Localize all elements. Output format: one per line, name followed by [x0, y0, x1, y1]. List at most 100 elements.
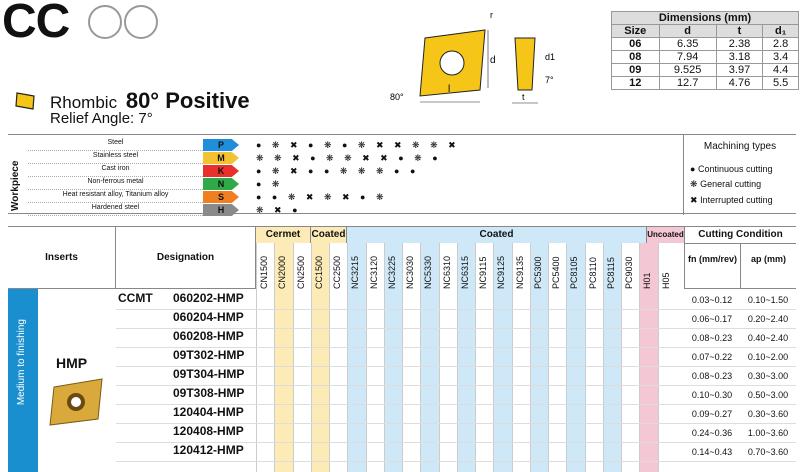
iso-code-badge: K	[203, 165, 239, 177]
dim-cell: 3.18	[715, 50, 764, 64]
dim-cell: 5.5	[762, 76, 799, 90]
ap-cell: 0.30~3.00	[740, 367, 796, 386]
rhombus-icon	[14, 90, 36, 112]
col-t: t	[715, 24, 764, 38]
size-cell: 08	[611, 50, 660, 64]
fn-cell: 0.10~0.30	[684, 386, 740, 405]
designation-cell: 09T308-HMP	[173, 386, 245, 400]
grade-column	[365, 243, 384, 472]
dim-relief: 7°	[545, 75, 554, 85]
designation-cell: 120408-HMP	[173, 424, 244, 438]
dim-cell: 12.7	[658, 76, 717, 90]
ap-cell: 0.30~3.60	[740, 405, 796, 424]
iso-code-badge: N	[203, 178, 239, 190]
grade-column	[420, 243, 439, 472]
fn-cell: 0.06~0.17	[684, 310, 740, 329]
circle-icon	[88, 5, 122, 39]
designation-prefix: CCMT	[118, 291, 153, 305]
grade-label: H01	[642, 272, 653, 289]
workpiece-name: Non-ferrous metal	[28, 178, 203, 190]
grade-column	[639, 243, 658, 472]
row-divider	[116, 423, 684, 424]
grade-label: CN2500	[295, 255, 306, 289]
coated-header-2: Coated	[346, 227, 646, 243]
circle-icon	[124, 5, 158, 39]
grade-label: H05	[660, 272, 671, 289]
dim-cell: 6.35	[658, 37, 717, 51]
fn-cell: 0.08~0.23	[684, 367, 740, 386]
ap-cell: 1.00~3.60	[740, 424, 796, 443]
grade-label: NC9115	[478, 256, 489, 289]
relief-label: Relief Angle: 7°	[50, 110, 153, 127]
workpiece-marks: ● ● ❋ ✖ ❋ ✖ ● ❋	[256, 192, 388, 202]
workpiece-marks: ❋ ✖ ●	[256, 205, 302, 215]
row-divider	[116, 366, 684, 367]
dimensions-title: Dimensions (mm)	[611, 11, 799, 25]
grade-label: NC3030	[405, 255, 416, 289]
grade-column	[511, 243, 530, 472]
grade-column	[529, 243, 549, 472]
size-cell: 09	[611, 63, 660, 77]
grade-label: NC6310	[441, 255, 452, 289]
grade-label: NC3225	[386, 255, 397, 289]
grade-column	[493, 243, 512, 472]
workpiece-name: Stainless steel	[28, 152, 203, 164]
dim-cell: 7.94	[658, 50, 717, 64]
ap-cell: 0.10~2.00	[740, 348, 796, 367]
shape-label: Rhombic	[50, 93, 118, 112]
grade-label: PC5400	[551, 256, 562, 289]
grade-column	[383, 243, 403, 472]
dim-angle: 80°	[390, 92, 404, 102]
dim-cell: 3.4	[762, 50, 799, 64]
workpiece-marks: ● ❋ ✖ ● ❋ ● ❋ ✖ ✖ ❋ ❋ ✖	[256, 140, 460, 150]
size-cell: 12	[611, 76, 660, 90]
col-d1: d₁	[762, 24, 799, 38]
machining-title: Machining types	[703, 141, 777, 152]
chipbreaker-label: HMP	[56, 355, 88, 371]
dim-t: t	[522, 92, 525, 102]
workpiece-marks: ● ❋ ✖ ● ● ❋ ❋ ❋ ● ●	[256, 166, 420, 176]
grade-column	[274, 243, 293, 472]
cutting-header: Cutting Condition	[684, 227, 796, 243]
fn-cell: 0.07~0.22	[684, 348, 740, 367]
dim-cell: 9.525	[658, 63, 717, 77]
cermet-header: Cermet	[256, 227, 310, 243]
dim-l: l	[448, 84, 450, 95]
workpiece-label: Workpiece	[10, 160, 21, 211]
grade-column	[621, 243, 640, 472]
grade-column	[402, 243, 421, 472]
side-label: Medium to finishing	[16, 319, 27, 406]
fn-cell: 0.09~0.27	[684, 405, 740, 424]
iso-code-badge: H	[203, 204, 239, 216]
designation-cell: 060204-HMP	[173, 310, 244, 324]
workpiece-marks: ● ❋	[256, 179, 284, 189]
continuous-label: Continuous cutting	[697, 164, 773, 174]
ap-cell: 0.10~1.50	[740, 291, 796, 310]
grade-column	[657, 243, 676, 472]
row-divider	[116, 309, 684, 310]
row-divider	[116, 461, 684, 462]
interrupted-label: Interrupted cutting	[700, 195, 773, 205]
side-band: Medium to finishing	[8, 289, 38, 472]
grade-label: PC8110	[587, 257, 598, 289]
designation-cell: 09T302-HMP	[173, 348, 245, 362]
row-divider	[116, 328, 684, 329]
grade-column	[548, 243, 567, 472]
designation-cell: 09T304-HMP	[173, 367, 245, 381]
size-cell: 06	[611, 37, 660, 51]
fn-cell: 0.14~0.43	[684, 443, 740, 462]
designation-cell: 120412-HMP	[173, 443, 244, 457]
grade-column	[347, 243, 366, 472]
machining-legend: Machining types ● Continuous cutting ❋ G…	[683, 135, 796, 215]
designation-header: Designation	[116, 227, 256, 289]
insert-image	[48, 377, 108, 427]
grade-label: NC3215	[350, 255, 361, 289]
row-divider	[116, 442, 684, 443]
dim-cell: 4.76	[715, 76, 764, 90]
grade-column	[602, 243, 622, 472]
uncoated-header: Uncoated	[646, 227, 684, 243]
dim-d: d	[490, 55, 496, 66]
workpiece-name: Heat resistant alloy, Titanium alloy	[28, 191, 203, 203]
